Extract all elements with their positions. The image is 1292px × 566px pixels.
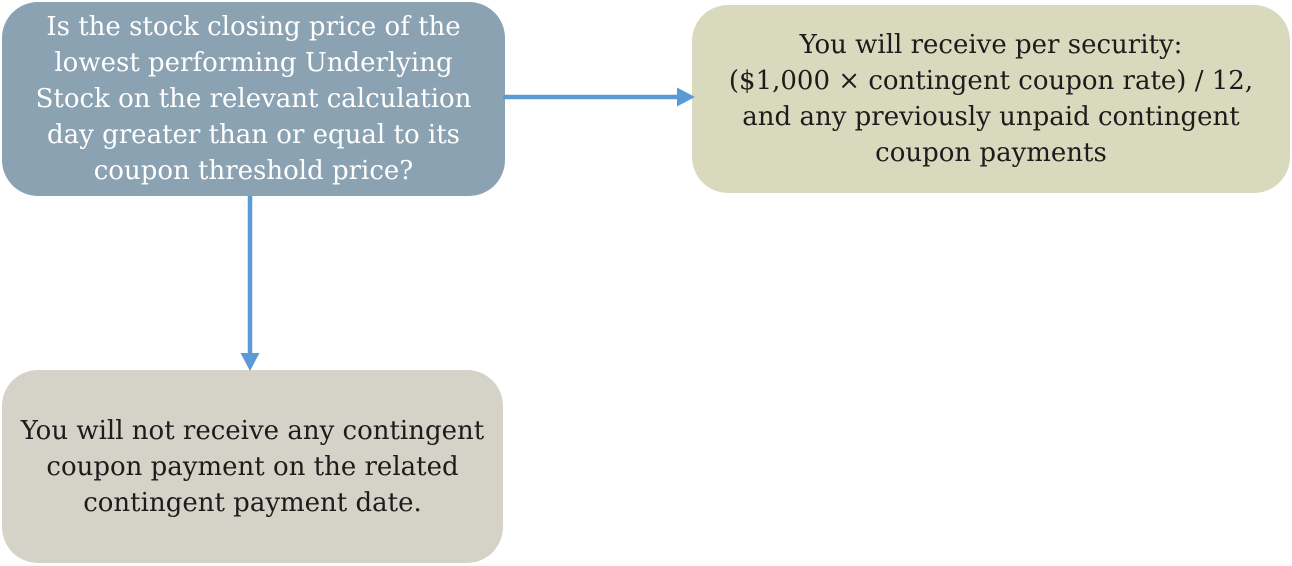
question-line: day greater than or equal to its xyxy=(47,120,460,150)
receive-payment-box-text: You will receive per security: ($1,000 ×… xyxy=(692,27,1290,171)
receive-payment-box: You will receive per security: ($1,000 ×… xyxy=(692,5,1290,193)
no-payment-box-text: You will not receive any contingent coup… xyxy=(2,413,503,521)
question-to-no-receive-arrow-head xyxy=(240,353,260,371)
question-line: coupon threshold price? xyxy=(93,156,414,186)
no-payment-line: You will not receive any contingent xyxy=(20,415,485,446)
no-payment-box: You will not receive any contingent coup… xyxy=(2,370,503,563)
receive-line: coupon payments xyxy=(875,138,1107,168)
question-line: Is the stock closing price of the xyxy=(46,12,461,42)
question-line: Stock on the relevant calculation xyxy=(35,84,472,114)
receive-line: and any previously unpaid contingent xyxy=(742,102,1240,132)
no-payment-line: contingent payment date. xyxy=(83,487,422,518)
question-box: Is the stock closing price of the lowest… xyxy=(2,2,505,196)
question-line: lowest performing Underlying xyxy=(54,48,453,78)
receive-line: ($1,000 × contingent coupon rate) / 12, xyxy=(728,66,1254,96)
question-box-text: Is the stock closing price of the lowest… xyxy=(2,9,505,189)
no-payment-line: coupon payment on the related xyxy=(46,451,459,482)
receive-line: You will receive per security: xyxy=(799,30,1183,60)
